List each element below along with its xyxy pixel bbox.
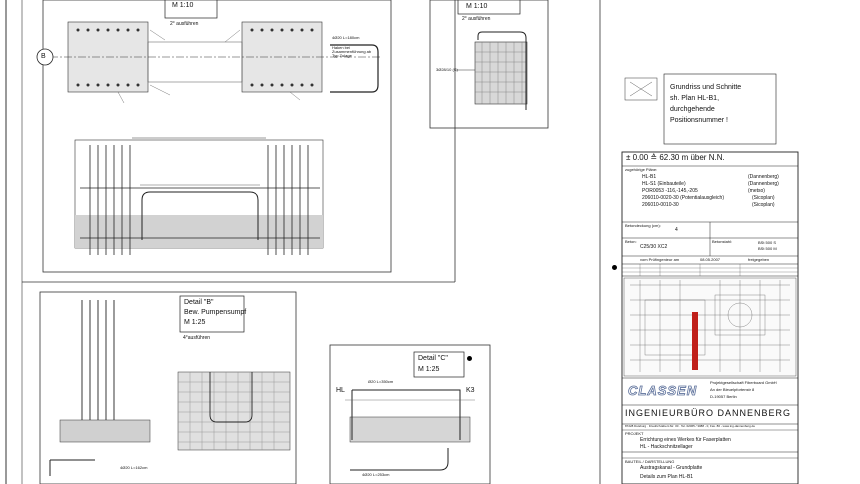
related-plan-code-3: POR0053 -116,-145,-205 bbox=[642, 188, 698, 194]
detail-c-left-marker: HL bbox=[336, 387, 345, 394]
checker-line: vom Prüfingenieur am bbox=[640, 257, 680, 262]
detail-c-scale: M 1:25 bbox=[418, 366, 440, 373]
detail-r-scale: M 1:10 bbox=[466, 3, 488, 10]
project-line-1: Errichtung eines Werkes für Faserplatten bbox=[640, 437, 731, 443]
steel-label: Betonstahl: bbox=[712, 239, 733, 244]
check-date: 08.05.2007 bbox=[700, 257, 721, 262]
detail-b-scale: M 1:25 bbox=[184, 319, 206, 326]
detail-b-title: Detail "B" bbox=[184, 299, 214, 306]
detail-b-subtitle: Bew. Pumpensumpf bbox=[184, 309, 247, 316]
steel-grade-2: BSt 500 M bbox=[758, 246, 777, 251]
detail-b-note: 4°ausführen bbox=[183, 335, 211, 341]
reference-note-line-3: durchgehende bbox=[670, 106, 715, 113]
detail-c-right-marker: K3 bbox=[466, 387, 475, 394]
detail-a-side-label: 4Ø20 L=180cm bbox=[332, 35, 360, 40]
detail-r-bar-label: 3Ø28/10 (S) bbox=[436, 67, 458, 72]
related-plan-owner-2: (Dannenberg) bbox=[748, 181, 779, 187]
related-plans-label: zugehörige Pläne: bbox=[625, 167, 658, 172]
reference-note-line-2: sh. Plan HL-B1, bbox=[670, 95, 720, 102]
company-address-3: D-19057 Berlin bbox=[710, 394, 737, 399]
project-line-2: HL - Hackschnitzellager bbox=[640, 444, 693, 450]
engineer-address: 87228 Duisburg · Friedrich-Ebert-Str. 30… bbox=[625, 424, 756, 428]
related-plan-code-5: 206010-0010-30 bbox=[642, 202, 679, 208]
part-line-2: Details zum Plan HL-B1 bbox=[640, 474, 694, 480]
detail-a-scale: M 1:10 bbox=[172, 2, 194, 9]
company-logo-text: CLASSEN bbox=[628, 383, 698, 398]
detail-c-bar-bottom: 4Ø20 L=253cm bbox=[362, 472, 390, 477]
reference-note-line-1: Grundriss und Schnitte bbox=[670, 84, 742, 91]
detail-b-bar-label: 4Ø20 L=162cm bbox=[120, 465, 148, 470]
exposure-label: Betondeckung (cm): bbox=[625, 223, 661, 228]
detail-c-dot bbox=[467, 356, 472, 361]
title-block-dot bbox=[612, 265, 617, 270]
part-label: BAUTEIL / DARSTELLUNG bbox=[625, 459, 675, 464]
engineer-name: INGENIEURBÜRO DANNENBERG bbox=[625, 408, 792, 418]
related-plan-owner-5: (Sicoplan) bbox=[752, 202, 775, 208]
project-label: PROJEKT bbox=[625, 431, 644, 436]
steel-grade-1: BSt 500 S bbox=[758, 240, 777, 245]
concrete-label: Beton: bbox=[625, 239, 637, 244]
detail-c-bar-top: Ø20 L=350cm bbox=[368, 379, 394, 384]
approval-status: freigegeben bbox=[748, 257, 770, 262]
reference-note-line-4: Positionsnummer ! bbox=[670, 117, 728, 124]
related-plan-code-2: HL-S1 (Einbauteile) bbox=[642, 181, 686, 187]
related-plan-owner-3: (metso) bbox=[748, 188, 765, 194]
related-plan-code-4: 206010-0020-30 (Potentialausgleich) bbox=[642, 195, 725, 201]
company-address-2: An der Bleuelpfortenstr 8 bbox=[710, 387, 755, 392]
company-address-1: Projektgesellschaft Fiberboard GmbH bbox=[710, 380, 777, 385]
axis-marker-b: B bbox=[41, 53, 46, 60]
part-line-1: Austragskanal - Grundplatte bbox=[640, 465, 703, 471]
detail-a-side-note: Haken bei Zusammenführung ab Typ Zulage bbox=[332, 45, 372, 58]
related-plan-owner-4: (Sicoplan) bbox=[752, 195, 775, 201]
detail-r-note: 2° ausführen bbox=[462, 16, 491, 22]
exposure-value: 4 bbox=[675, 227, 678, 233]
related-plan-owner-1: (Dannenberg) bbox=[748, 174, 779, 180]
detail-c-title: Detail "C" bbox=[418, 355, 448, 362]
detail-a-note: 2° ausführen bbox=[170, 21, 199, 27]
title-block-elevation: ± 0.00 ≙ 62.30 m über N.N. bbox=[626, 153, 725, 162]
concrete-class: C25/30 XC2 bbox=[640, 244, 668, 250]
related-plan-code-1: HL-B1 bbox=[642, 174, 657, 180]
